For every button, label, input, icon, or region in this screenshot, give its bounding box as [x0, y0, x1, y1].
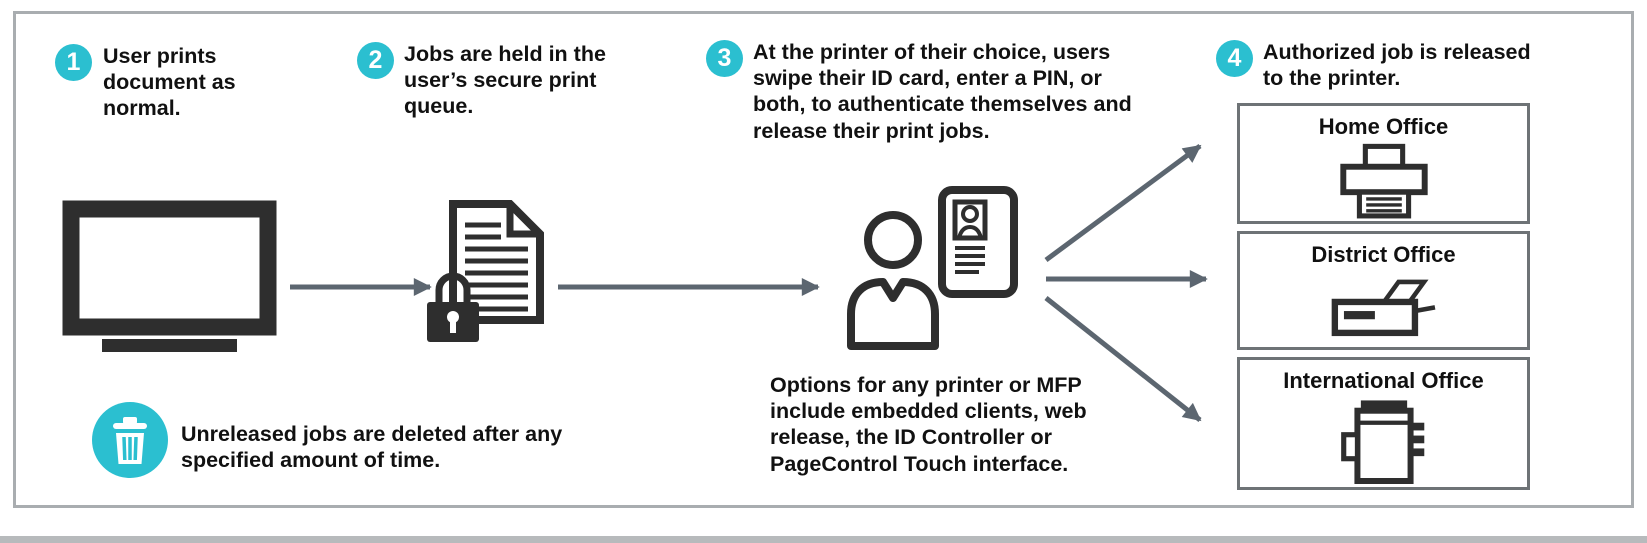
printer-box-district-office: District Office [1237, 231, 1530, 350]
user-person-icon [847, 211, 939, 350]
step-1-badge: 1 [55, 44, 92, 81]
locked-document-icon [427, 200, 544, 342]
step-4-badge: 4 [1216, 40, 1253, 77]
page-edge [0, 536, 1647, 543]
district-office-printer-icon [1331, 279, 1435, 337]
step-3-badge: 3 [706, 40, 743, 77]
computer-monitor-icon [62, 200, 277, 352]
international-office-copier-icon [1340, 400, 1424, 484]
printer-label-international-office: International Office [1283, 368, 1484, 393]
step-2-badge: 2 [357, 42, 394, 79]
deletion-note: Unreleased jobs are deleted after any sp… [181, 422, 563, 473]
printer-box-home-office: Home Office [1237, 103, 1530, 224]
diagram-border [13, 11, 1634, 508]
options-note: Options for any printer or MFP include e… [770, 373, 1087, 476]
home-office-printer-icon [1339, 143, 1428, 219]
step-3-text: At the printer of their choice, users sw… [753, 40, 1132, 143]
printer-label-district-office: District Office [1311, 242, 1456, 267]
step-1-text: User prints document as normal. [103, 44, 236, 121]
id-card-icon [938, 186, 1018, 298]
trash-icon [92, 402, 168, 478]
step-2-text: Jobs are held in the user’s secure print… [404, 42, 606, 119]
step-4-text: Authorized job is released to the printe… [1263, 40, 1531, 91]
printer-label-home-office: Home Office [1318, 114, 1449, 139]
printer-box-international-office: International Office [1237, 357, 1530, 490]
